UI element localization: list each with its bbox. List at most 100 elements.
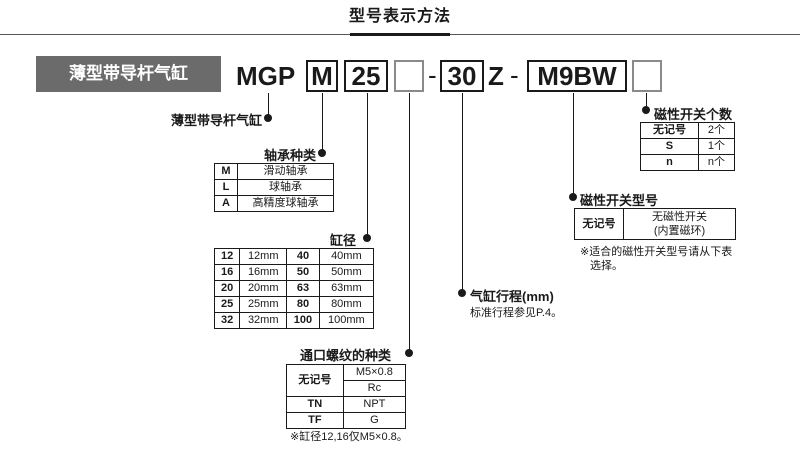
port-thread: G — [342, 412, 407, 429]
bearing-code: A — [214, 195, 238, 212]
stroke-leader-dot — [458, 289, 466, 297]
stroke-label: 气缸行程(mm) — [470, 289, 554, 304]
port-leader-dot — [405, 349, 413, 357]
bearing-leader-dot — [318, 149, 326, 157]
product-banner: 薄型带导杆气缸 — [36, 56, 221, 92]
count-value: 2个 — [697, 122, 736, 139]
switch-count-label: 磁性开关个数 — [654, 107, 733, 122]
table-row: 25 25mm 80 80mm — [213, 296, 375, 313]
bore-code: 40 — [286, 248, 320, 265]
bearing-table: M 滑动轴承 L 球轴承 A 高精度球轴承 — [214, 163, 334, 212]
code-bore-box: 25 — [344, 60, 388, 92]
table-row: S 1个 — [640, 138, 736, 155]
port-code: TF — [286, 412, 344, 429]
count-leader-line — [646, 93, 647, 113]
bearing-code: M — [214, 163, 238, 180]
count-code: 无记号 — [640, 122, 699, 139]
code-stroke-box: 30 — [440, 60, 484, 92]
bore-leader-dot — [363, 234, 371, 242]
port-code: 无记号 — [286, 364, 344, 397]
table-row: n n个 — [640, 154, 736, 171]
table-row: M 滑动轴承 — [214, 163, 334, 180]
table-row: 32 32mm 100 100mm — [213, 312, 375, 329]
port-thread: M5×0.8 — [342, 364, 407, 381]
code-switch-box: M9BW — [527, 60, 627, 92]
bore-size: 12mm — [239, 248, 288, 265]
bearing-desc: 高精度球轴承 — [237, 195, 334, 212]
bore-code: 63 — [286, 280, 320, 297]
count-value: n个 — [697, 154, 736, 171]
bore-code: 12 — [213, 248, 241, 265]
code-port-box-empty — [394, 60, 424, 92]
bore-code: 25 — [213, 296, 241, 313]
code-bearing-box: M — [306, 60, 338, 92]
table-row: 无记号 无磁性开关 (内置磁环) — [574, 208, 736, 240]
bore-size: 16mm — [239, 264, 288, 281]
code-dash-2: - — [510, 60, 519, 90]
port-label: 通口螺纹的种类 — [300, 348, 392, 363]
table-row: 20 20mm 63 63mm — [213, 280, 375, 297]
port-thread: NPT — [342, 396, 407, 413]
stroke-leader-line — [462, 93, 463, 296]
switch-value-line-1: 无磁性开关 — [652, 211, 707, 223]
bore-leader-line — [367, 93, 368, 241]
bearing-leader-line — [322, 93, 323, 156]
bore-label: 缸径 — [330, 233, 357, 248]
switch-leader-dot — [569, 193, 577, 201]
count-leader-dot — [642, 106, 650, 114]
bearing-desc: 球轴承 — [237, 179, 334, 196]
bore-code: 32 — [213, 312, 241, 329]
bore-size: 40mm — [318, 248, 375, 265]
switch-note-1: ※适合的磁性开关型号请从下表 — [580, 246, 733, 258]
count-code: n — [640, 154, 699, 171]
port-thread: Rc — [342, 380, 407, 397]
table-row: 16 16mm 50 50mm — [213, 264, 375, 281]
bore-code: 50 — [286, 264, 320, 281]
bore-code: 100 — [286, 312, 320, 329]
code-series: MGP — [236, 61, 296, 91]
title-underline — [350, 33, 450, 36]
code-dash-1: - — [428, 60, 437, 90]
table-row: L 球轴承 — [214, 179, 334, 196]
bore-size: 63mm — [318, 280, 375, 297]
bore-size: 50mm — [318, 264, 375, 281]
bore-size: 80mm — [318, 296, 375, 313]
cylinder-label: 薄型带导杆气缸 — [171, 113, 263, 128]
bearing-code: L — [214, 179, 238, 196]
switch-value: 无磁性开关 (内置磁环) — [623, 208, 736, 240]
table-row: 无记号 2个 — [640, 122, 736, 139]
bore-size: 32mm — [239, 312, 288, 329]
port-table: 无记号 M5×0.8 Rc TN NPT TF G — [286, 364, 407, 429]
bore-size: 25mm — [239, 296, 288, 313]
table-row: TF G — [286, 412, 407, 429]
bore-size: 100mm — [318, 312, 375, 329]
table-row: 12 12mm 40 40mm — [213, 248, 375, 265]
code-count-box-empty — [632, 60, 662, 92]
port-note: ※缸径12,16仅M5×0.8。 — [290, 431, 408, 443]
series-leader-line — [268, 93, 269, 121]
table-row: A 高精度球轴承 — [214, 195, 334, 212]
bore-code: 20 — [213, 280, 241, 297]
switch-note-2: 选择。 — [590, 260, 623, 272]
bore-code: 16 — [213, 264, 241, 281]
port-code: TN — [286, 396, 344, 413]
bearing-desc: 滑动轴承 — [237, 163, 334, 180]
series-leader-dot — [264, 114, 272, 122]
bore-code: 80 — [286, 296, 320, 313]
stroke-note: 标准行程参见P.4。 — [470, 307, 563, 319]
switch-code: 无记号 — [574, 208, 624, 240]
bearing-label: 轴承种类 — [264, 148, 317, 163]
bore-size: 20mm — [239, 280, 288, 297]
bore-table: 12 12mm 40 40mm 16 16mm 50 50mm 20 20mm … — [213, 248, 375, 329]
switch-type-label: 磁性开关型号 — [580, 193, 659, 208]
table-row: TN NPT — [286, 396, 407, 413]
switch-value-line-2: (内置磁环) — [653, 225, 706, 237]
page-title: 型号表示方法 — [348, 8, 451, 25]
count-value: 1个 — [697, 138, 736, 155]
port-leader-line — [409, 93, 410, 356]
table-row: 无记号 M5×0.8 — [286, 364, 407, 397]
switch-count-table: 无记号 2个 S 1个 n n个 — [640, 122, 736, 171]
count-code: S — [640, 138, 699, 155]
switch-leader-line — [573, 93, 574, 200]
switch-type-table: 无记号 无磁性开关 (内置磁环) — [574, 208, 736, 240]
